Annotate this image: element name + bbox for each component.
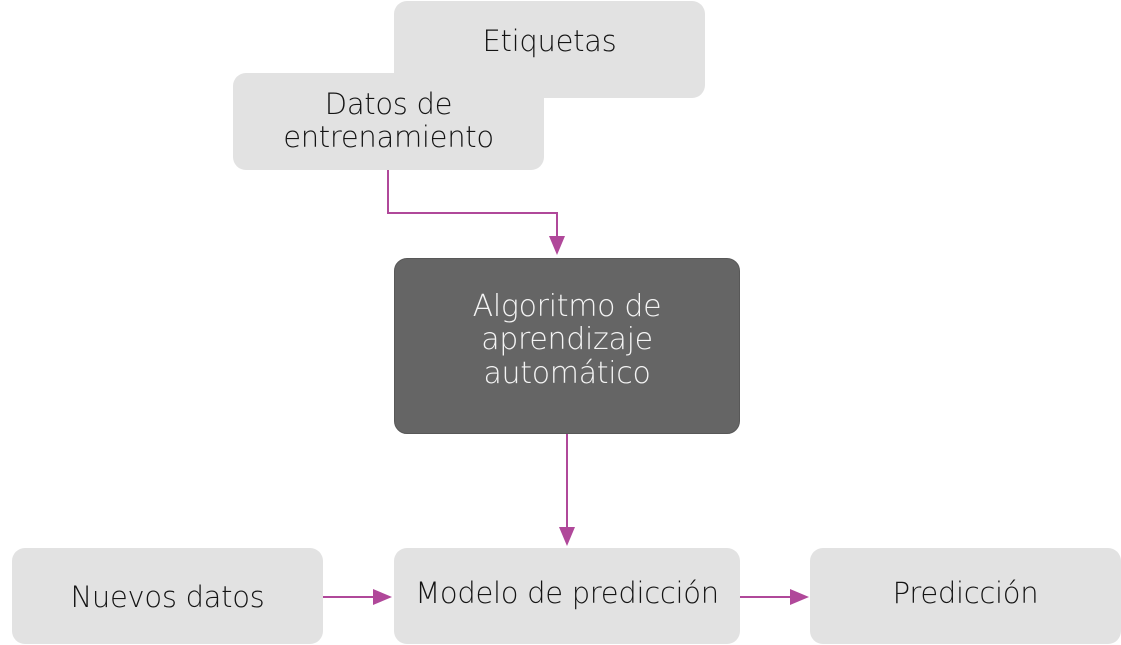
etiquetas-label: Etiquetas bbox=[482, 24, 617, 59]
arrowhead-model-to-prediction bbox=[790, 589, 809, 605]
prediction-model-node: Modelo de predicción bbox=[394, 548, 740, 644]
training-data-label: Datos de entrenamiento bbox=[283, 87, 494, 154]
arrowhead-newdata-to-model bbox=[373, 589, 392, 605]
ml-algorithm-node: Algoritmo de aprendizaje automático bbox=[394, 258, 740, 434]
prediction-node: Predicción bbox=[810, 548, 1121, 644]
arrowhead-algorithm-to-model bbox=[559, 527, 575, 546]
prediction-label: Predicción bbox=[892, 575, 1039, 610]
training-data-node: Datos de entrenamiento bbox=[233, 73, 544, 170]
new-data-node: Nuevos datos bbox=[12, 548, 323, 644]
ml-algorithm-label: Algoritmo de aprendizaje automático bbox=[472, 288, 662, 391]
arrowhead-training-to-algorithm bbox=[549, 236, 565, 255]
new-data-label: Nuevos datos bbox=[70, 579, 265, 614]
edge-training-to-algorithm bbox=[387, 170, 558, 252]
prediction-model-label: Modelo de predicción bbox=[415, 575, 719, 610]
